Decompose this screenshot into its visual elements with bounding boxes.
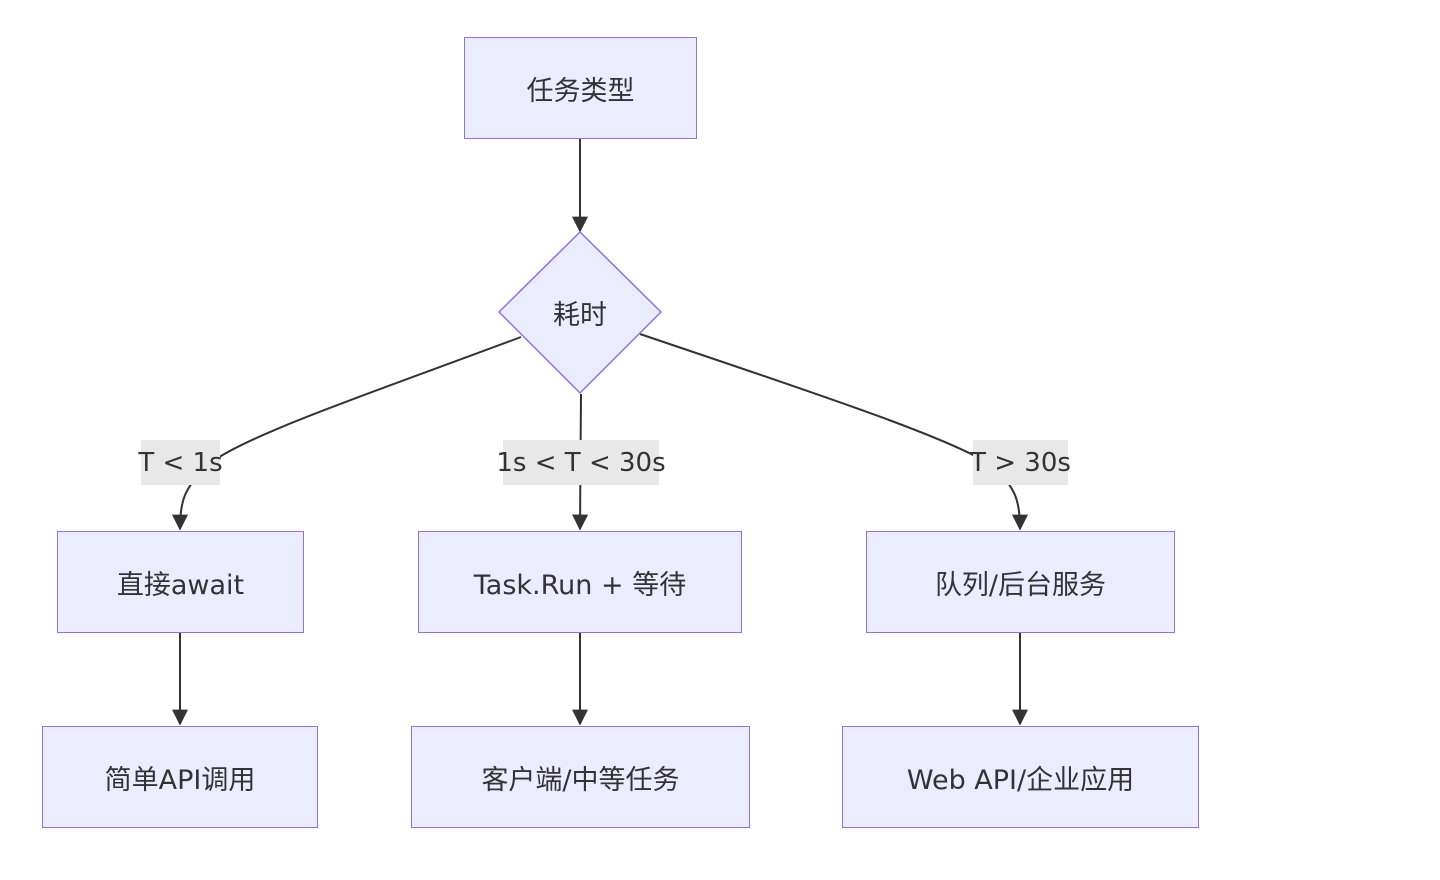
- node-client-medium: 客户端/中等任务: [411, 726, 750, 828]
- node-task-run-wait: Task.Run + 等待: [418, 531, 742, 633]
- node-direct-await: 直接await: [57, 531, 304, 633]
- edge-label-long: T > 30s: [970, 440, 1071, 485]
- edge-duration-to-direct-await: [172, 336, 522, 531]
- node-simple-api: 简单API调用: [42, 726, 318, 828]
- edge-label-short: T < 1s: [138, 440, 223, 485]
- edge-label-medium: 1s < T < 30s: [496, 440, 666, 485]
- node-duration-label: 耗时: [553, 299, 607, 331]
- duration-decision-diamond: [497, 230, 663, 395]
- edge-duration-to-queue: [639, 333, 1028, 531]
- node-web-api-enterprise: Web API/企业应用: [842, 726, 1199, 828]
- node-queue-background: 队列/后台服务: [866, 531, 1175, 633]
- node-task-type: 任务类型: [464, 37, 697, 139]
